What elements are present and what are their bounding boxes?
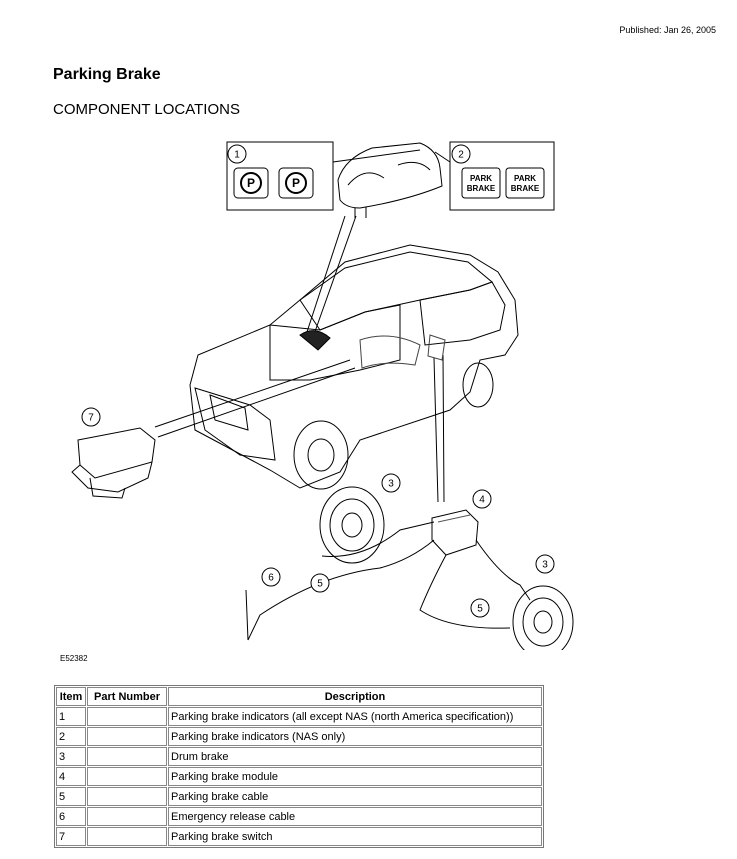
callout-number: 5 bbox=[317, 579, 323, 590]
callout-circle bbox=[227, 144, 247, 164]
cell-part-number bbox=[87, 827, 167, 846]
vehicle-outline bbox=[189, 244, 519, 490]
cell-part-number bbox=[87, 787, 167, 806]
table-row: 3 Drum brake bbox=[56, 747, 542, 766]
drum-brake-left bbox=[319, 486, 385, 564]
cell-item: 3 bbox=[56, 747, 86, 766]
callout-circle bbox=[472, 489, 492, 509]
cell-part-number bbox=[87, 727, 167, 746]
brake-label: BRAKE bbox=[467, 184, 496, 193]
callout-number: 6 bbox=[268, 573, 274, 584]
parking-brake-module-drawing bbox=[431, 509, 479, 556]
table-row: 5 Parking brake cable bbox=[56, 787, 542, 806]
table-row: 6 Emergency release cable bbox=[56, 807, 542, 826]
svg-text:P: P bbox=[247, 176, 255, 190]
cell-description: Parking brake module bbox=[168, 767, 542, 786]
cell-item: 7 bbox=[56, 827, 86, 846]
cell-part-number bbox=[87, 707, 167, 726]
callout-number: 3 bbox=[542, 560, 548, 571]
cell-description: Parking brake indicators (all except NAS… bbox=[168, 707, 542, 726]
callout-number: 3 bbox=[388, 479, 394, 490]
cell-item: 5 bbox=[56, 787, 86, 806]
table-row: 7 Parking brake switch bbox=[56, 827, 542, 846]
cell-part-number bbox=[87, 747, 167, 766]
callout-box-1 bbox=[226, 141, 334, 211]
table-row: 2 Parking brake indicators (NAS only) bbox=[56, 727, 542, 746]
parking-brake-switch-drawing bbox=[71, 427, 156, 499]
callout-number: 7 bbox=[88, 413, 94, 424]
cell-description: Parking brake cable bbox=[168, 787, 542, 806]
col-description-header: Description bbox=[168, 687, 542, 706]
section-subtitle: COMPONENT LOCATIONS bbox=[53, 101, 240, 118]
parking-brake-cables bbox=[245, 521, 531, 641]
cell-part-number bbox=[87, 767, 167, 786]
table-header-row: Item Part Number Description bbox=[56, 687, 542, 706]
cell-description: Parking brake switch bbox=[168, 827, 542, 846]
svg-text:P: P bbox=[292, 176, 300, 190]
drum-brake-right bbox=[512, 585, 574, 650]
cell-item: 2 bbox=[56, 727, 86, 746]
callout-number: 2 bbox=[458, 150, 464, 161]
published-date: Published: Jan 26, 2005 bbox=[619, 25, 716, 35]
col-item-header: Item bbox=[56, 687, 86, 706]
callout-number: 5 bbox=[477, 604, 483, 615]
callout-number: 4 bbox=[479, 495, 485, 506]
callout-circle bbox=[381, 473, 401, 493]
cell-item: 1 bbox=[56, 707, 86, 726]
park-label: PARK bbox=[514, 174, 536, 183]
table-row: 4 Parking brake module bbox=[56, 767, 542, 786]
page-title: Parking Brake bbox=[53, 66, 161, 83]
park-label: PARK bbox=[470, 174, 492, 183]
callout-circle bbox=[81, 407, 101, 427]
instrument-cluster bbox=[337, 142, 443, 209]
callout-circle bbox=[470, 598, 490, 618]
callout-circle bbox=[535, 554, 555, 574]
cell-description: Drum brake bbox=[168, 747, 542, 766]
cell-description: Parking brake indicators (NAS only) bbox=[168, 727, 542, 746]
callout-circle bbox=[261, 567, 281, 587]
cell-description: Emergency release cable bbox=[168, 807, 542, 826]
cell-item: 6 bbox=[56, 807, 86, 826]
figure-reference: E52382 bbox=[60, 654, 88, 663]
callout-circle bbox=[310, 573, 330, 593]
cell-part-number bbox=[87, 807, 167, 826]
callout-number: 1 bbox=[234, 150, 240, 161]
callout-circle bbox=[451, 144, 471, 164]
callout-box-2 bbox=[449, 141, 555, 211]
table-row: 1 Parking brake indicators (all except NA… bbox=[56, 707, 542, 726]
brake-label: BRAKE bbox=[511, 184, 540, 193]
col-part-number-header: Part Number bbox=[87, 687, 167, 706]
cell-item: 4 bbox=[56, 767, 86, 786]
